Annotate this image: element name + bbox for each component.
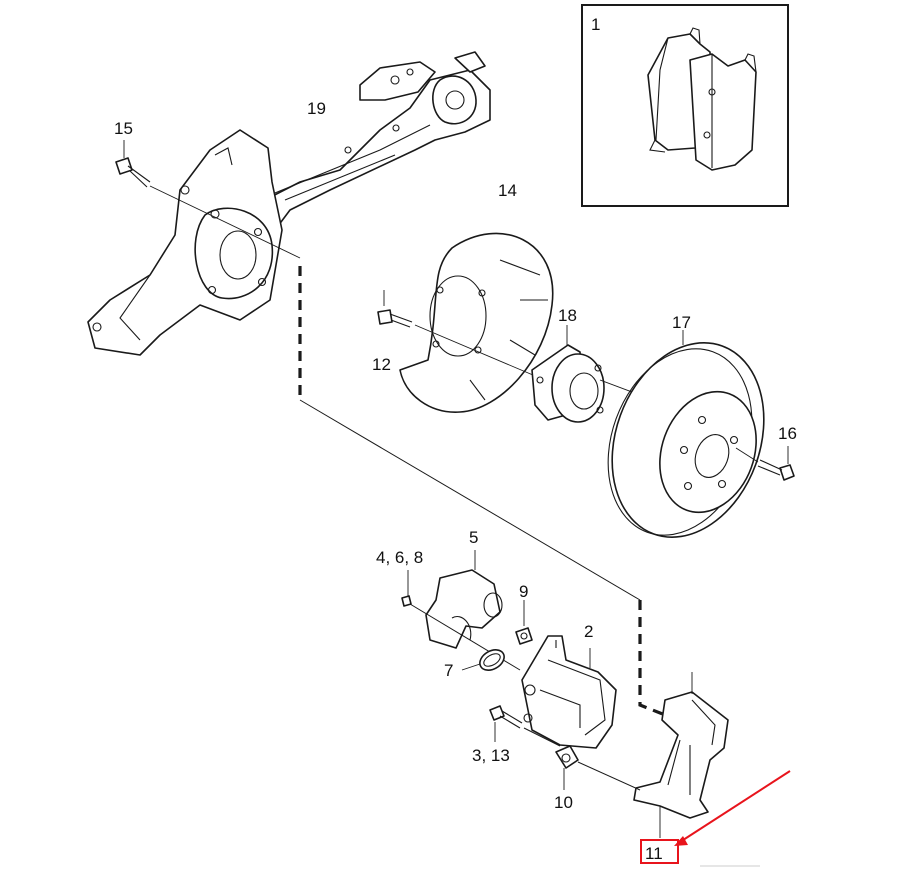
arm-bushing: [432, 75, 477, 125]
assembly-dash-2: [638, 600, 666, 717]
assembly-line: [299, 399, 641, 601]
o-ring-7: [461, 649, 505, 671]
label-part-18: 18: [558, 306, 577, 325]
label-part-9: 9: [519, 582, 528, 601]
highlight-annotation: [640, 770, 791, 864]
knuckle-hub-face: [194, 207, 274, 300]
bolt-12: [377, 290, 541, 379]
trailing-arm: [254, 69, 491, 231]
caliper-2: [521, 635, 617, 749]
nut-9: [515, 600, 533, 645]
label-part-11: 11: [645, 844, 663, 863]
label-part-19: 19: [307, 99, 326, 118]
brake-pads: [647, 27, 757, 171]
brake-pad-inset: [581, 4, 789, 207]
label-part-12: 12: [372, 355, 391, 374]
parking-brake-motor-5: [425, 550, 503, 649]
bolt-16: [735, 446, 795, 481]
label-part-2: 2: [584, 622, 593, 641]
label-part-15: 15: [114, 119, 133, 138]
label-part-3-13: 3, 13: [472, 746, 510, 765]
label-part-7: 7: [444, 661, 453, 680]
caliper-bracket-11: [633, 672, 729, 838]
label-part-5: 5: [469, 528, 478, 547]
highlight-arrow-line: [679, 770, 791, 843]
label-part-1: 1: [591, 15, 600, 34]
highlight-box: [640, 839, 679, 864]
trailing-arm-assembly: [87, 51, 491, 356]
arm-bracket: [359, 61, 436, 101]
brake-disc-17: [607, 330, 765, 538]
label-part-4-6-8: 4, 6, 8: [376, 548, 423, 567]
dust-shield-14: [399, 232, 554, 413]
bolt-3-13: [489, 705, 561, 747]
guide-pin-10: [555, 745, 641, 791]
label-part-16: 16: [778, 424, 797, 443]
highlight-arrow-head: [674, 836, 688, 846]
bolt-15: [115, 140, 301, 259]
label-part-10: 10: [554, 793, 573, 812]
label-part-14: 14: [498, 181, 517, 200]
label-part-17: 17: [672, 313, 691, 332]
